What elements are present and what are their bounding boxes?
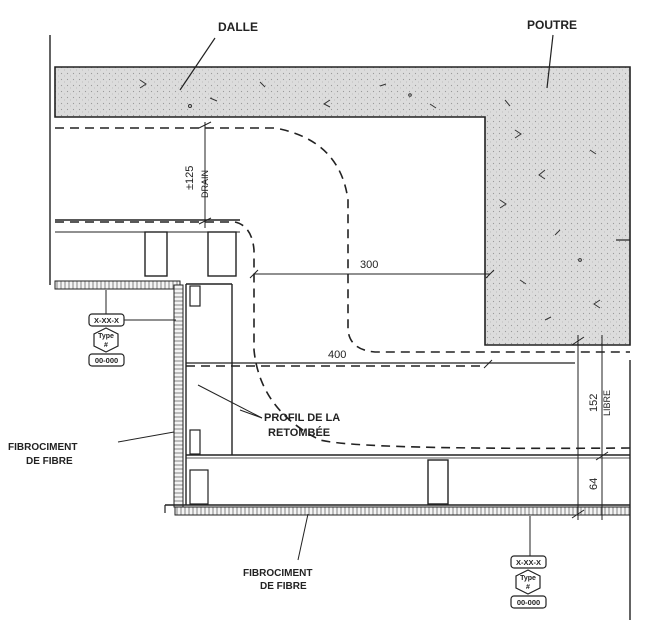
leader-poutre xyxy=(546,34,554,89)
label-profil-1: PROFIL DE LA xyxy=(264,412,340,424)
dim-drain-tick-bot xyxy=(198,217,212,225)
svg-text:X-XX-X: X-XX-X xyxy=(94,316,119,325)
upper-steel-stud-right xyxy=(207,231,237,277)
dim-drain-tick-top xyxy=(198,121,212,129)
svg-text:00-000: 00-000 xyxy=(95,356,118,365)
svg-text:#: # xyxy=(104,342,108,349)
dim-300-tick-r xyxy=(485,269,495,279)
leader-dalle xyxy=(179,37,216,91)
label-fibro-left-1: FIBROCIMENT xyxy=(8,442,77,453)
fibre-board-upper xyxy=(54,280,181,290)
drain-profile-inner xyxy=(55,221,631,450)
label-fibro-left-2: DE FIBRE xyxy=(26,456,73,467)
dim-152-tick-top xyxy=(571,336,585,346)
leader-profil-1 xyxy=(197,384,263,419)
leader-profil-2 xyxy=(239,409,263,419)
dim-64-tick-bot xyxy=(571,509,585,519)
dim-400-text: 400 xyxy=(328,349,346,361)
svg-text:00-000: 00-000 xyxy=(517,598,540,607)
label-fibro-bottom-1: FIBROCIMENT xyxy=(243,568,312,579)
bottom-stud-left xyxy=(189,469,209,505)
dim-152-text: 152 xyxy=(588,394,600,412)
dim-drain-value: ±125 xyxy=(184,166,196,190)
svg-text:Type: Type xyxy=(98,333,114,340)
fibre-board-vertical xyxy=(173,284,184,508)
dim-64-text: 64 xyxy=(588,478,600,490)
svg-text:#: # xyxy=(526,584,530,591)
concrete-texture xyxy=(139,79,601,321)
svg-text:Type: Type xyxy=(520,575,536,582)
drain-profile-outer xyxy=(55,127,630,353)
mid-stud-top xyxy=(189,285,201,307)
label-profil-2: RETOMBÉE xyxy=(268,426,330,439)
concrete-slab-and-beam xyxy=(54,66,631,346)
upper-steel-stud xyxy=(144,231,168,277)
dim-300-text: 300 xyxy=(360,259,378,271)
leader-fibro-left xyxy=(117,431,175,443)
label-dalle: DALLE xyxy=(218,20,258,34)
label-fibro-bottom-2: DE FIBRE xyxy=(260,581,307,592)
leader-fibro-bottom xyxy=(297,513,309,561)
dim-152-tick-mid xyxy=(595,451,609,461)
detail-tag-bottom: X-XX-X Type # 00-000 xyxy=(510,555,547,609)
dim-300-tick-l xyxy=(249,269,259,279)
bottom-stud-mid xyxy=(427,459,449,505)
mid-stud-bottom xyxy=(189,429,201,455)
label-poutre: POUTRE xyxy=(527,18,577,32)
svg-text:X-XX-X: X-XX-X xyxy=(516,558,541,567)
dim-400-tick-r xyxy=(483,359,493,369)
dim-libre-text: LIBRE xyxy=(602,390,612,416)
dim-drain-label: DRAIN xyxy=(200,170,210,198)
fibre-board-bottom xyxy=(174,506,631,516)
detail-tag-left: X-XX-X Type # 00-000 xyxy=(88,313,125,367)
